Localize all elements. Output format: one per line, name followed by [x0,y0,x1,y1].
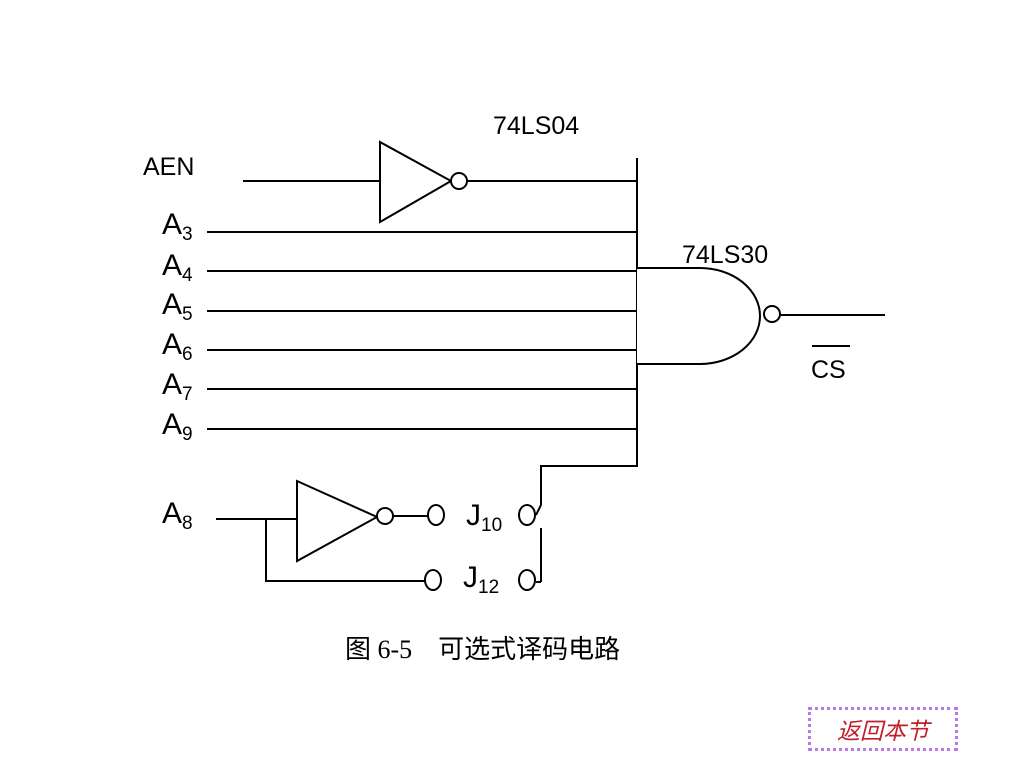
input-label-a5: A5 [162,288,193,325]
input-label-aen: AEN [143,153,194,181]
jumper-pin-j12-left[interactable] [424,569,442,591]
jumper-link-j10 [535,504,542,516]
wire-jumper-to-bus [540,465,637,505]
input-label-a3: A3 [162,208,193,245]
jumper-label-j12: J12 [463,561,499,598]
nand-output-bubble [763,305,781,323]
jumper-label-j10: J10 [466,499,502,536]
chip-label-74ls04: 74LS04 [493,112,579,140]
figure-caption: 图 6-5 可选式译码电路 [345,635,620,664]
input-label-a4: A4 [162,249,193,286]
jumper-pin-j12-right[interactable] [518,569,536,591]
input-label-a9: A9 [162,408,193,445]
input-label-a6: A6 [162,328,193,365]
jumper-pin-j10-right[interactable] [518,504,536,526]
nand-gate [637,267,761,365]
chip-label-74ls30: 74LS30 [682,241,768,269]
inverter-gate-a8 [296,479,380,563]
inverter-bubble-aen [450,172,468,190]
inverter-gate-aen [379,140,454,224]
inverter-bubble-a8 [376,507,394,525]
input-label-a7: A7 [162,368,193,405]
input-label-a8: A8 [162,497,193,534]
jumper-pin-j10-left[interactable] [427,504,445,526]
back-to-section-button[interactable]: 返回本节 [808,707,958,751]
output-label-cs: CS [811,356,846,384]
wire-a8-branch [265,519,425,582]
